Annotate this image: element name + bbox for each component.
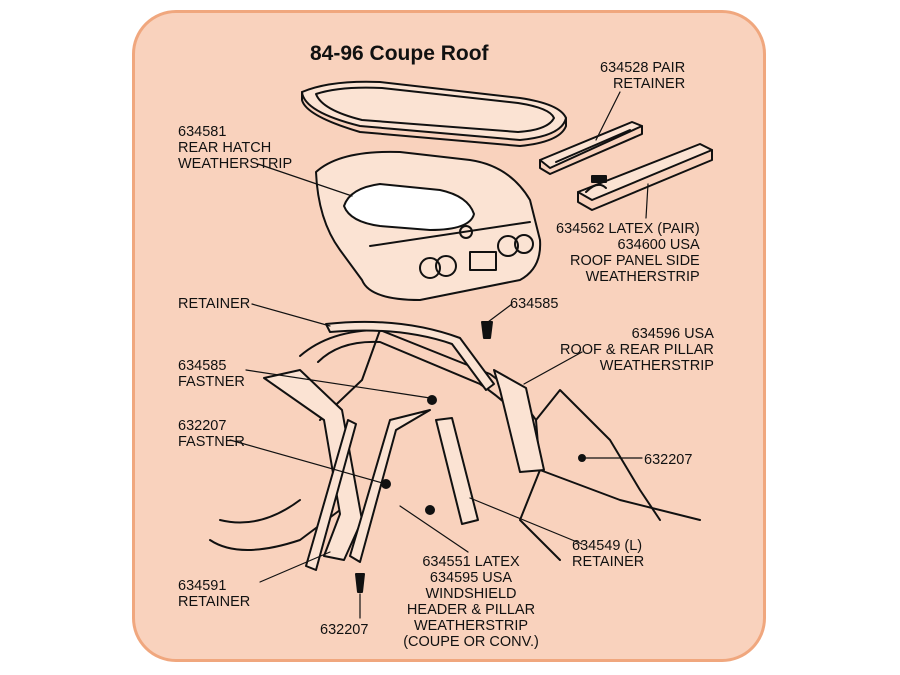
label-634591-retainer: 634591 RETAINER [178, 578, 251, 610]
header-retainer-drawing [325, 320, 495, 391]
label-634551-windshield: 634551 LATEX 634595 USA WINDSHIELD HEADE… [403, 554, 539, 650]
roof-side-weatherstrip-drawing [577, 143, 713, 211]
label-632207-bottom: 632207 [320, 622, 369, 638]
fasteners-drawing [355, 321, 586, 593]
pillar-retainers-drawing [263, 369, 479, 571]
label-632207-right: 632207 [644, 452, 693, 468]
body-frame-drawing [209, 329, 701, 561]
roof-retainer-drawing [539, 121, 643, 175]
label-634585-top: 634585 [510, 296, 559, 312]
rear-pillar-weatherstrip-drawing [493, 369, 545, 473]
label-632207-fastner: 632207 FASTNER [178, 418, 245, 450]
label-634562-roof-side: 634562 LATEX (PAIR) 634600 USA ROOF PANE… [556, 221, 700, 285]
roof-panel-drawing [301, 80, 567, 147]
label-retainer-header: RETAINER [178, 296, 251, 312]
leader-lines [229, 91, 649, 619]
label-634528-retainer: 634528 PAIR RETAINER [600, 60, 686, 92]
label-634581-rear-hatch: 634581 REAR HATCH WEATHERSTRIP [178, 124, 293, 172]
label-634585-fastner: 634585 FASTNER [178, 358, 245, 390]
rear-body-drawing [315, 150, 542, 301]
label-634596-rear-pillar: 634596 USA ROOF & REAR PILLAR WEATHERSTR… [560, 326, 714, 374]
diagram-title: 84-96 Coupe Roof [310, 42, 489, 65]
label-634549-retainer: 634549 (L) RETAINER [572, 538, 645, 570]
